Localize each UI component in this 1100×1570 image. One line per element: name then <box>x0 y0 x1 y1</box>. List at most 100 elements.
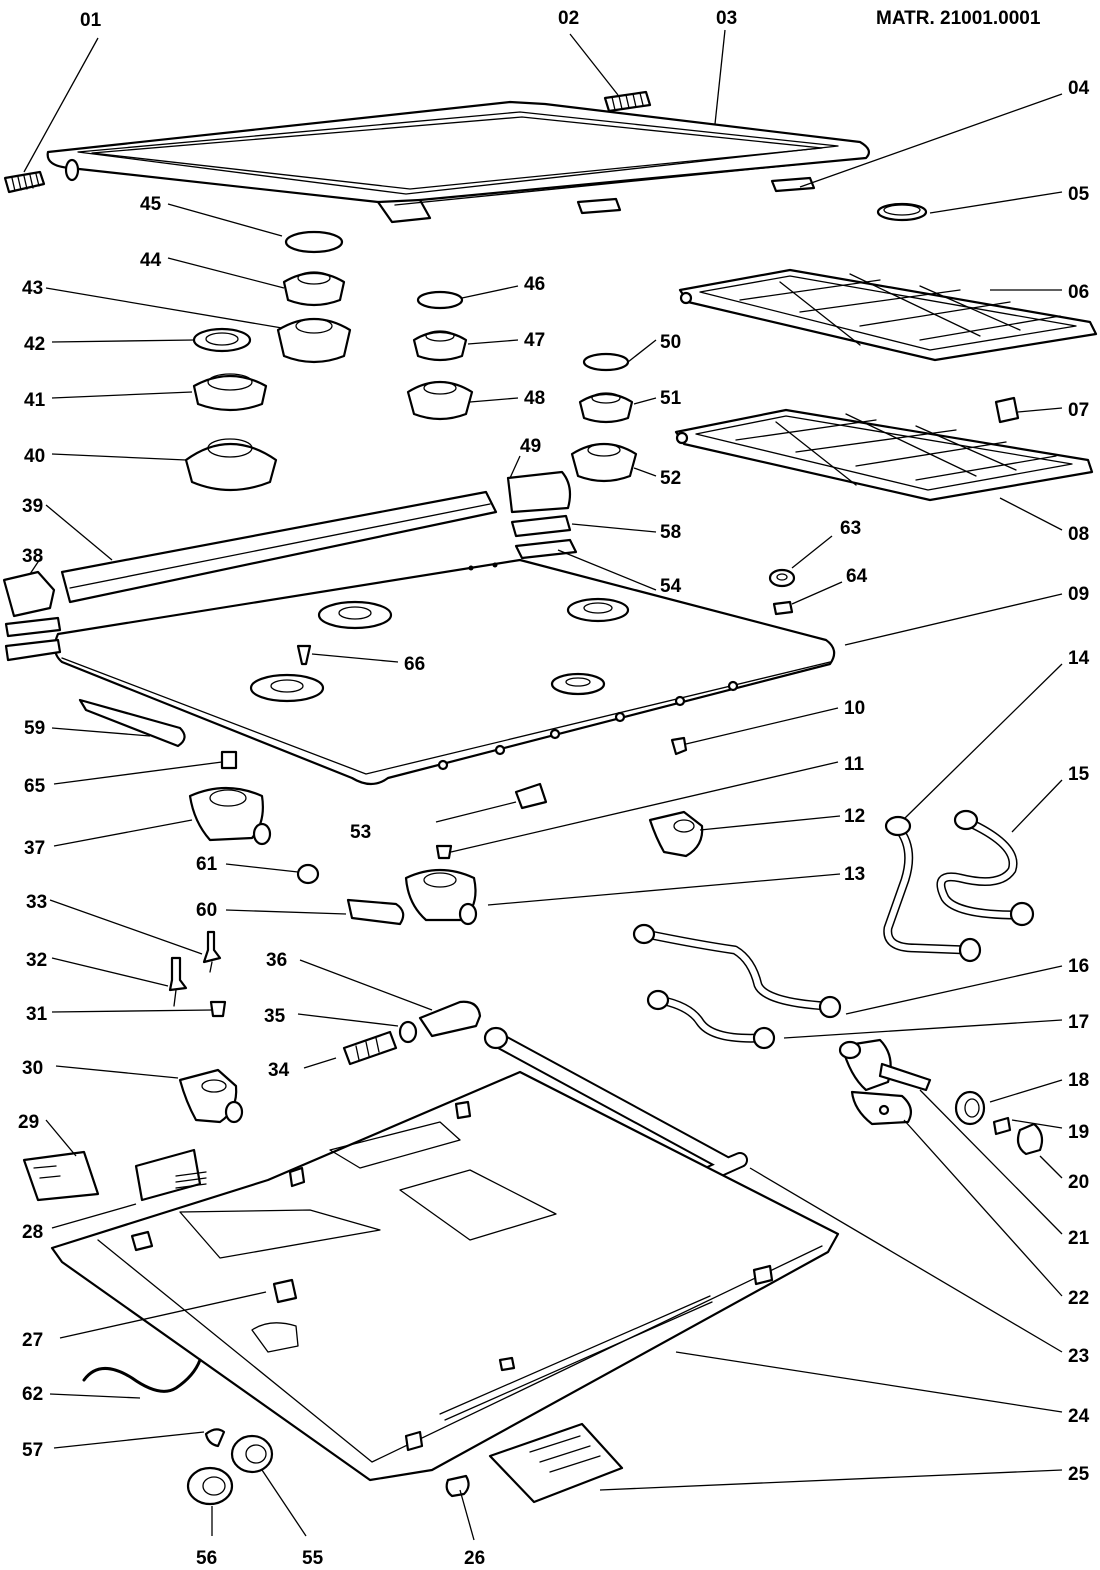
label-22: 22 <box>1068 1288 1089 1309</box>
part-16-pipe <box>632 923 842 1019</box>
label-34: 34 <box>268 1060 290 1081</box>
label-61: 61 <box>196 854 218 875</box>
label-36: 36 <box>266 950 287 971</box>
label-10: 10 <box>844 698 865 719</box>
part-12-tap-body <box>648 810 704 858</box>
label-49: 49 <box>520 436 541 457</box>
part-14-pipe <box>883 815 982 963</box>
label-32: 32 <box>26 950 47 971</box>
part-25-cover-plate <box>488 1422 624 1504</box>
label-56: 56 <box>196 1548 217 1569</box>
part-48-burner-cup <box>406 381 474 421</box>
part-59-strip <box>78 698 186 748</box>
label-01: 01 <box>80 10 102 31</box>
label-46: 46 <box>524 274 545 295</box>
label-59: 59 <box>24 718 45 739</box>
part-34-hose-nozzle <box>342 1030 398 1066</box>
part-61-nut <box>296 863 320 885</box>
label-25: 25 <box>1068 1464 1090 1485</box>
part-07-clip <box>994 396 1020 424</box>
part-15-pipe <box>936 809 1035 927</box>
part-63-grommet <box>768 568 796 588</box>
part-64-nut <box>772 600 794 616</box>
label-05: 05 <box>1068 184 1090 205</box>
part-08-pan-support <box>674 408 1094 502</box>
label-62: 62 <box>22 1384 43 1405</box>
label-26: 26 <box>464 1548 485 1569</box>
part-53-thermocouple-nut <box>514 782 548 810</box>
part-54-plate <box>514 538 578 560</box>
label-50: 50 <box>660 332 681 353</box>
part-29-switch-block <box>22 1150 100 1202</box>
part-21-gas-valve <box>838 1038 932 1092</box>
part-05-wire-ring <box>876 202 928 222</box>
label-55: 55 <box>302 1548 324 1569</box>
part-04-hinge-pad <box>576 176 816 215</box>
label-04: 04 <box>1068 78 1090 99</box>
part-40-burner-base <box>184 438 278 492</box>
label-29: 29 <box>18 1112 39 1133</box>
label-51: 51 <box>660 388 682 409</box>
part-32-electrode <box>168 956 188 1007</box>
part-18-knob-bezel <box>954 1090 986 1126</box>
part-42-ring <box>192 327 252 353</box>
label-37: 37 <box>24 838 45 859</box>
part-43-burner-cup <box>276 318 352 364</box>
label-57: 57 <box>22 1440 43 1461</box>
part-44-flame-spreader <box>282 271 346 307</box>
part-28-spark-generator <box>134 1148 207 1202</box>
label-03: 03 <box>716 8 737 29</box>
part-46-cap <box>416 290 464 310</box>
part-41-flame-spreader <box>192 373 268 412</box>
part-51-flame-spreader <box>578 392 634 424</box>
label-53: 53 <box>350 822 371 843</box>
part-02-spring <box>603 90 652 113</box>
part-03-glass-lid <box>46 100 870 224</box>
label-63: 63 <box>840 518 861 539</box>
label-19: 19 <box>1068 1122 1089 1143</box>
part-55-foot <box>230 1434 274 1474</box>
part-52-burner-cup <box>570 443 638 483</box>
part-labels: MATR. 21001.0001 01 02 03 04 05 06 07 08… <box>18 8 1090 1569</box>
part-38-switch-housing <box>2 570 62 662</box>
parts-artwork <box>2 90 1098 1506</box>
label-13: 13 <box>844 864 865 885</box>
part-22-bracket <box>850 1090 913 1126</box>
part-58-plate <box>510 514 572 538</box>
label-65: 65 <box>24 776 46 797</box>
leader-lines <box>23 29 1063 1541</box>
part-37-tap-body <box>188 786 272 846</box>
label-24: 24 <box>1068 1406 1090 1427</box>
label-38: 38 <box>22 546 43 567</box>
part-13-tap-body <box>404 868 478 926</box>
part-17-pipe <box>646 989 776 1050</box>
part-27-cage-nut <box>272 1278 298 1304</box>
label-60: 60 <box>196 900 217 921</box>
part-01-spring <box>3 170 46 194</box>
label-27: 27 <box>22 1330 43 1351</box>
part-36-elbow-fitting <box>418 1000 482 1038</box>
label-08: 08 <box>1068 524 1089 545</box>
part-06-pan-support <box>678 268 1098 362</box>
label-17: 17 <box>1068 1012 1089 1033</box>
label-14: 14 <box>1068 648 1090 669</box>
part-57-clip <box>204 1428 226 1448</box>
part-30-tap-body <box>178 1068 244 1124</box>
label-11: 11 <box>844 754 865 775</box>
part-33-electrode <box>202 930 222 973</box>
part-10-nut <box>670 736 688 756</box>
label-47: 47 <box>524 330 545 351</box>
label-43: 43 <box>22 278 43 299</box>
part-47-flame-spreader <box>412 330 468 362</box>
part-62-cable <box>82 1358 202 1393</box>
label-42: 42 <box>24 334 45 355</box>
label-16: 16 <box>1068 956 1089 977</box>
label-33: 33 <box>26 892 47 913</box>
part-49-switch-housing <box>506 470 572 514</box>
label-35: 35 <box>264 1006 286 1027</box>
part-45-cap <box>284 230 344 254</box>
label-02: 02 <box>558 8 579 29</box>
label-41: 41 <box>24 390 46 411</box>
label-66: 66 <box>404 654 425 675</box>
